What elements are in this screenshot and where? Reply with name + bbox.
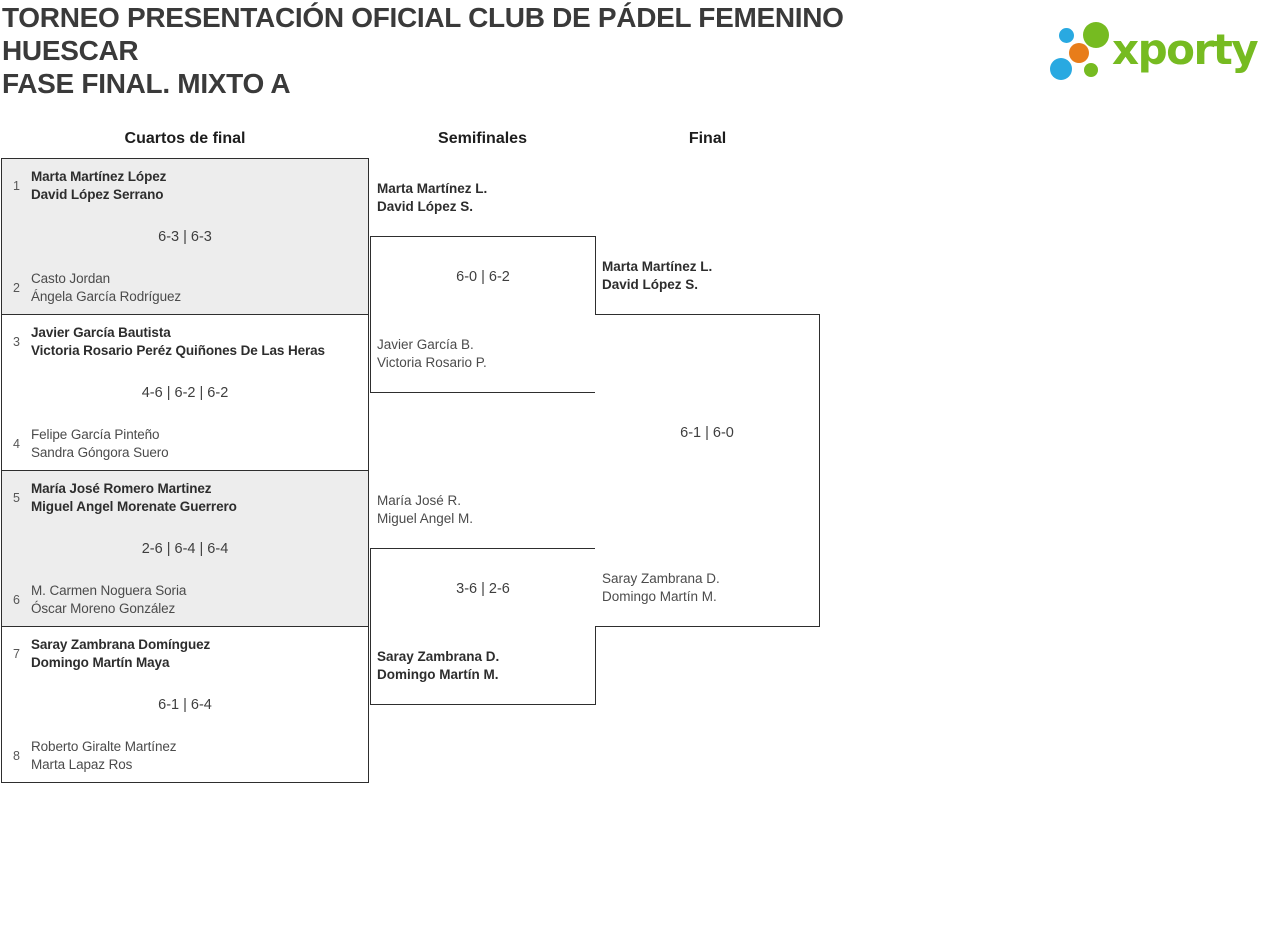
round-header-final: Final	[688, 130, 727, 147]
player-name: Marta Martínez L.	[602, 259, 713, 274]
match-entry: 8 Roberto Giralte Martínez Marta Lapaz R…	[10, 738, 362, 774]
logo-dot-green-small	[1084, 63, 1098, 77]
quarterfinal-match-4[interactable]: 7 Saray Zambrana Domínguez Domingo Martí…	[1, 626, 369, 783]
player-name: Victoria Rosario Peréz Quiñones De Las H…	[31, 343, 325, 358]
semifinal-1-bottom-team: Javier García B. Victoria Rosario P.	[377, 336, 487, 372]
player-name: M. Carmen Noguera Soria	[31, 583, 187, 598]
player-name: Domingo Martín M.	[377, 667, 499, 682]
player-name: Felipe García Pinteño	[31, 427, 160, 442]
player-name: Javier García Bautista	[31, 325, 171, 340]
match-entry: 1 Marta Martínez López David López Serra…	[10, 168, 362, 204]
final-bottom-team: Saray Zambrana D. Domingo Martín M.	[602, 570, 720, 606]
match-entry: 3 Javier García Bautista Victoria Rosari…	[10, 324, 362, 360]
semifinal-match-2[interactable]: 3-6 | 2-6	[370, 548, 596, 705]
seed-number: 6	[13, 593, 20, 607]
xporty-logo[interactable]	[1045, 15, 1277, 90]
seed-number: 7	[13, 647, 20, 661]
page-title-line-3: FASE FINAL. MIXTO A	[2, 68, 291, 99]
final-match[interactable]: 6-1 | 6-0	[595, 314, 820, 627]
logo-wordmark: xporty	[1112, 25, 1259, 74]
match-entry: 6 M. Carmen Noguera Soria Óscar Moreno G…	[10, 582, 362, 618]
player-name: Roberto Giralte Martínez	[31, 739, 177, 754]
seed-number: 4	[13, 437, 20, 451]
final-top-team: Marta Martínez L. David López S.	[602, 258, 712, 294]
player-name: Marta Martínez L.	[377, 181, 488, 196]
seed-number: 5	[13, 491, 20, 505]
match-entry: 2 Casto Jordan Ángela García Rodríguez	[10, 270, 362, 306]
page-title: TORNEO PRESENTACIÓN OFICIAL CLUB DE PÁDE…	[2, 1, 844, 100]
player-name: Saray Zambrana D.	[602, 571, 720, 586]
match-score: 6-1 | 6-0	[680, 425, 734, 441]
team-names: Felipe García Pinteño Sandra Góngora Sue…	[31, 426, 169, 462]
seed-number: 2	[13, 281, 20, 295]
page-title-line-2: HUESCAR	[2, 35, 139, 66]
semifinal-match-1[interactable]: 6-0 | 6-2	[370, 236, 596, 393]
match-entry: 5 María José Romero Martinez Miguel Ange…	[10, 480, 362, 516]
player-name: Sandra Góngora Suero	[31, 445, 169, 460]
seed-number: 3	[13, 335, 20, 349]
quarterfinal-match-1[interactable]: 1 Marta Martínez López David López Serra…	[1, 158, 369, 315]
match-score: 6-0 | 6-2	[456, 269, 510, 285]
match-score: 2-6 | 6-4 | 6-4	[141, 540, 229, 557]
player-name: María José Romero Martinez	[31, 481, 212, 496]
team-names: Casto Jordan Ángela García Rodríguez	[31, 270, 181, 306]
quarterfinal-match-3[interactable]: 5 María José Romero Martinez Miguel Ange…	[1, 470, 369, 627]
player-name: David López Serrano	[31, 187, 164, 202]
player-name: Saray Zambrana Domínguez	[31, 637, 211, 652]
team-names: M. Carmen Noguera Soria Óscar Moreno Gon…	[31, 582, 186, 618]
player-name: Marta Martínez López	[31, 169, 167, 184]
player-name: David López S.	[377, 199, 474, 214]
match-entry: 4 Felipe García Pinteño Sandra Góngora S…	[10, 426, 362, 462]
player-name: Javier García B.	[377, 337, 474, 352]
logo-dot-green-big	[1083, 22, 1109, 48]
semifinal-2-top-team: María José R. Miguel Angel M.	[377, 492, 473, 528]
team-names: María José Romero Martinez Miguel Angel …	[31, 480, 237, 516]
match-score: 6-1 | 6-4	[158, 696, 212, 713]
player-name: Domingo Martín Maya	[31, 655, 170, 670]
team-names: Roberto Giralte Martínez Marta Lapaz Ros	[31, 738, 177, 774]
player-name: Miguel Angel Morenate Guerrero	[31, 499, 237, 514]
match-score: 4-6 | 6-2 | 6-2	[141, 384, 229, 401]
player-name: María José R.	[377, 493, 462, 508]
team-names: Marta Martínez López David López Serrano	[31, 168, 166, 204]
match-score: 6-3 | 6-3	[158, 228, 212, 245]
match-entry: 7 Saray Zambrana Domínguez Domingo Martí…	[10, 636, 362, 672]
quarterfinal-match-2[interactable]: 3 Javier García Bautista Victoria Rosari…	[1, 314, 369, 471]
page-title-line-1: TORNEO PRESENTACIÓN OFICIAL CLUB DE PÁDE…	[2, 2, 844, 33]
player-name: Marta Lapaz Ros	[31, 757, 133, 772]
player-name: Óscar Moreno González	[31, 601, 176, 616]
seed-number: 1	[13, 179, 20, 193]
player-name: Miguel Angel M.	[377, 511, 474, 526]
player-name: David López S.	[602, 277, 699, 292]
logo-dot-orange	[1069, 43, 1089, 63]
player-name: Domingo Martín M.	[602, 589, 717, 604]
round-header-quarterfinals: Cuartos de final	[124, 130, 246, 147]
player-name: Saray Zambrana D.	[377, 649, 500, 664]
match-score: 3-6 | 2-6	[456, 581, 510, 597]
player-name: Casto Jordan	[31, 271, 111, 286]
team-names: Saray Zambrana Domínguez Domingo Martín …	[31, 636, 210, 672]
seed-number: 8	[13, 749, 20, 763]
player-name: Ángela García Rodríguez	[31, 289, 182, 304]
logo-dot-blue-big	[1050, 58, 1072, 80]
round-header-semifinals: Semifinales	[438, 130, 527, 147]
team-names: Javier García Bautista Victoria Rosario …	[31, 324, 325, 360]
player-name: Victoria Rosario P.	[377, 355, 487, 370]
logo-dot-blue-small	[1059, 28, 1074, 43]
semifinal-1-top-team: Marta Martínez L. David López S.	[377, 180, 487, 216]
semifinal-2-bottom-team: Saray Zambrana D. Domingo Martín M.	[377, 648, 499, 684]
